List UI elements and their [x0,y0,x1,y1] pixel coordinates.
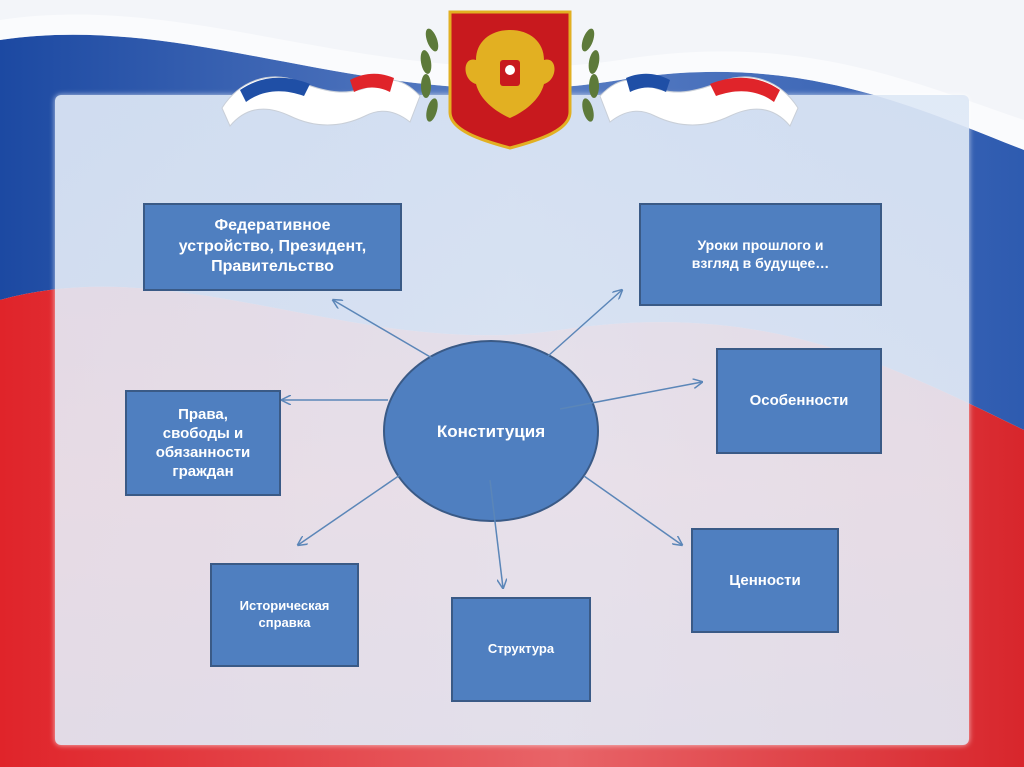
node-rights: Права, свободы и обязанности граждан [125,390,281,496]
node-lessons-label: Уроки прошлого и взгляд в будущее… [691,236,830,271]
arrow-to-history [298,474,401,545]
node-structure: Структура [451,597,591,702]
node-features-label: Особенности [749,392,849,410]
node-federal: Федеративное устройство, Президент, Прав… [143,203,402,291]
tricolor-ribbon-icon [221,73,799,127]
laurel-branches-icon [420,28,600,122]
russian-coat-of-arms-icon [448,10,572,150]
node-history: Историческая справка [210,563,359,667]
arrow-to-lessons [547,290,622,357]
arrow-to-values [583,475,682,545]
node-structure-label: Структура [487,641,555,657]
node-values-label: Ценности [729,571,801,589]
emblem-header [221,10,799,150]
node-values: Ценности [691,528,839,633]
center-node-label: Конституция [436,422,546,441]
node-rights-label: Права, свободы и обязанности граждан [155,405,251,481]
node-federal-label: Федеративное устройство, Президент, Прав… [178,217,367,276]
arrow-to-structure [489,479,503,588]
center-ellipse [383,340,599,522]
arrow-to-features [559,382,702,410]
arrow-to-federal [333,300,433,359]
node-features: Особенности [716,348,882,454]
node-lessons: Уроки прошлого и взгляд в будущее… [639,203,882,306]
node-history-label: Историческая справка [239,598,330,630]
